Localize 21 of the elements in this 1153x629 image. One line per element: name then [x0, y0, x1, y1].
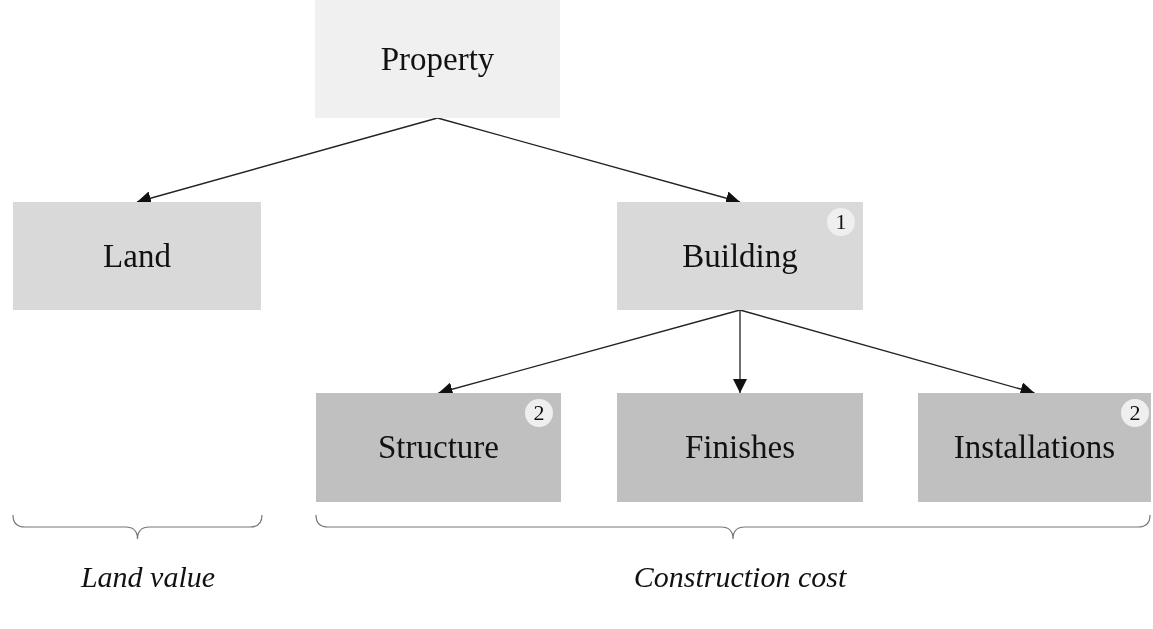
category-box: [13, 202, 261, 310]
arrow: [733, 309, 747, 394]
node-label: Building: [682, 237, 798, 275]
footnote-number: 2: [1121, 399, 1149, 427]
brace-label: Land value: [80, 560, 216, 594]
node-label: Land: [103, 237, 171, 275]
arrow: [136, 117, 439, 205]
brace-label: Construction cost: [633, 560, 847, 594]
arrow: [436, 117, 741, 205]
footnote-number: 1: [827, 208, 855, 236]
category-box: [617, 202, 863, 310]
node-label: Structure: [378, 429, 499, 466]
node-label: Finishes: [685, 429, 795, 466]
footnote-number: 2: [525, 399, 553, 427]
category-box: [315, 0, 560, 118]
node-label: Installations: [953, 429, 1116, 466]
category-box: [617, 393, 863, 502]
node-label: Property: [380, 40, 495, 78]
arrow: [739, 309, 1036, 396]
category-box: [316, 393, 561, 502]
category-box: [918, 393, 1151, 502]
